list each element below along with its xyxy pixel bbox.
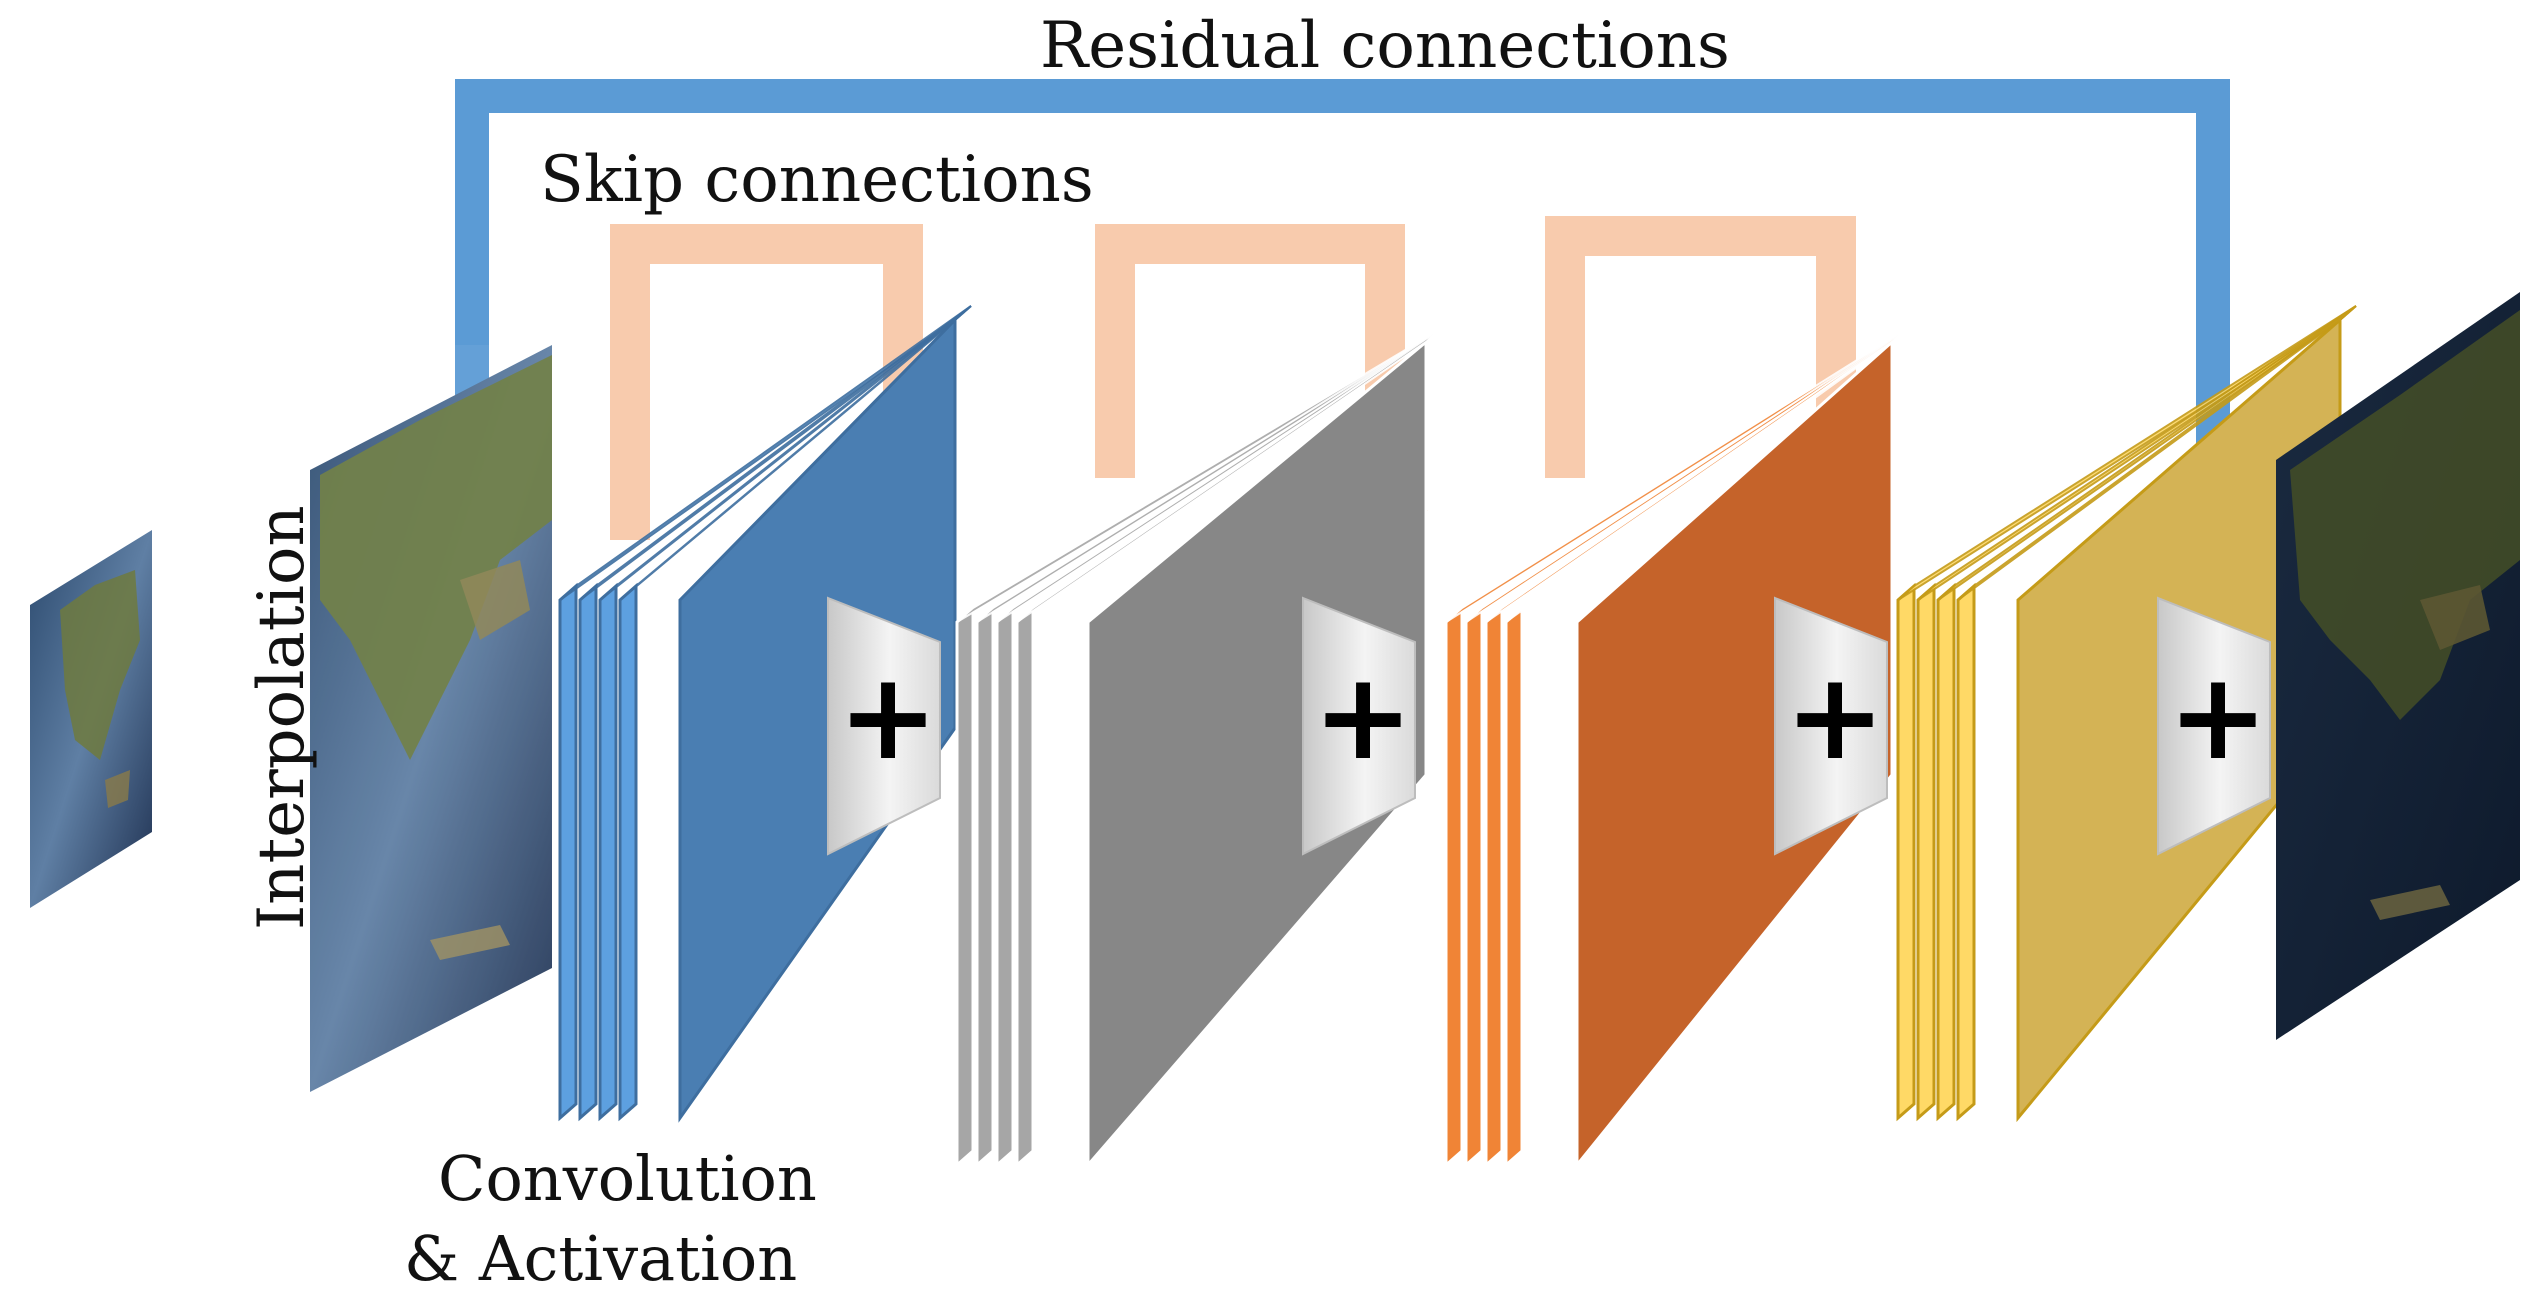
block-blue-adder <box>827 596 941 856</box>
block-blue-slab <box>558 582 578 1122</box>
block-orange-adder <box>1774 596 1888 856</box>
block-yellow-plus-icon: + <box>2168 648 2269 787</box>
block-gray: + <box>955 327 1443 1170</box>
block-blue-slab <box>578 582 598 1122</box>
block-blue-slab <box>598 582 618 1122</box>
block-yellow: + <box>1896 305 2357 1123</box>
block-gray-slab <box>975 604 995 1169</box>
block-orange-top-edge <box>1505 327 1909 623</box>
block-orange-slab <box>1444 604 1464 1169</box>
block-yellow-slab <box>1936 582 1956 1122</box>
block-gray-slab <box>995 604 1015 1169</box>
block-blue-face <box>678 316 957 1123</box>
convolution-label: Convolution <box>438 1142 817 1215</box>
block-orange-plus-icon: + <box>1785 648 1886 787</box>
block-gray-slab <box>1015 604 1035 1169</box>
block-gray-adder <box>1302 596 1416 856</box>
block-orange-slab <box>1484 604 1504 1169</box>
block-yellow-slab <box>1896 582 1916 1122</box>
block-orange-face <box>1575 338 1894 1170</box>
block-blue: + <box>558 305 972 1123</box>
block-orange-slab <box>1504 604 1524 1169</box>
interpolation-label: Interpolation <box>245 505 319 930</box>
block-blue-plus-icon: + <box>838 648 939 787</box>
skip-connections-label: Skip connections <box>540 143 1094 217</box>
conv-blocks: + + + + <box>558 305 2357 1170</box>
block-yellow-slab <box>1916 582 1936 1122</box>
block-orange: + <box>1444 327 1909 1170</box>
block-blue-top-edge <box>619 305 972 601</box>
block-gray-top-edge <box>1016 327 1443 623</box>
residual-connections-label: Residual connections <box>1040 9 1730 83</box>
output-satellite-image <box>2276 292 2520 1040</box>
block-orange-slab <box>1464 604 1484 1169</box>
block-yellow-adder <box>2157 596 2271 856</box>
activation-label: & Activation <box>404 1222 798 1295</box>
interpolated-satellite-image <box>310 345 552 1092</box>
block-gray-plus-icon: + <box>1313 648 1414 787</box>
block-gray-face <box>1086 338 1428 1170</box>
block-gray-slab <box>955 604 975 1169</box>
block-yellow-slab <box>1956 582 1976 1122</box>
block-blue-slab <box>618 582 638 1122</box>
input-lowres-satellite-image <box>30 530 152 908</box>
block-yellow-top-edge <box>1957 305 2357 601</box>
